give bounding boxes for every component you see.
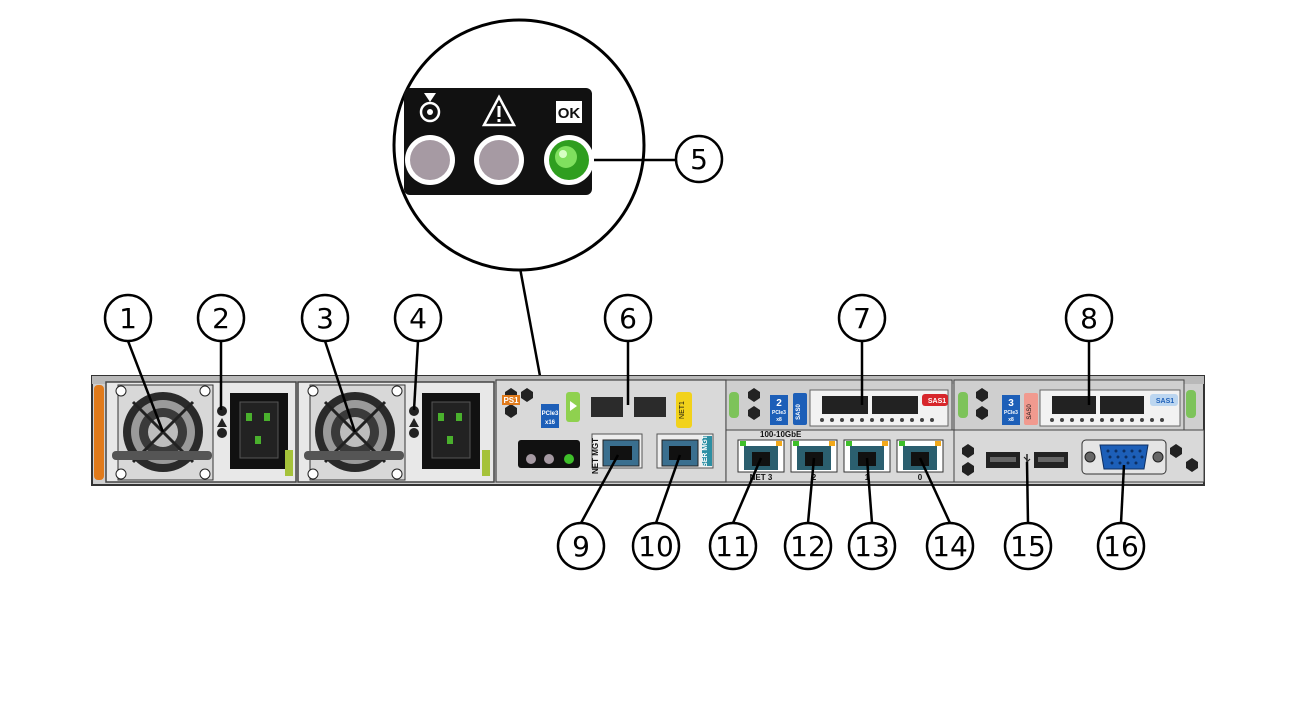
pcie-slot-2: 2 PCIe3 x8 SAS0 SAS1 — [725, 379, 953, 431]
pcie-slot1-badge — [541, 404, 559, 428]
power-supply-1 — [297, 381, 495, 483]
net3-label: NET 3 — [750, 473, 773, 482]
leader-lines — [126, 340, 1126, 524]
sas1-connector-slot3[interactable] — [1100, 396, 1144, 414]
pcie1-width: x16 — [545, 420, 556, 426]
callout-2-label: 2 — [212, 302, 230, 335]
zoom-callout: OK — [392, 18, 676, 404]
sas1-label-slot2: SAS1 — [928, 398, 946, 405]
callout-13-label: 13 — [854, 530, 890, 563]
callout-14: 14 — [925, 521, 975, 571]
ten-gbe-label: 100-10GbE — [760, 430, 802, 439]
callout-10: 10 — [631, 521, 681, 571]
net0-port[interactable] — [896, 439, 944, 473]
pcie1-label: PCIe3 — [542, 411, 559, 417]
callout-4: 4 — [393, 293, 443, 343]
psu1-handle[interactable] — [304, 451, 404, 460]
callout-7-label: 7 — [853, 302, 871, 335]
callout-2: 2 — [196, 293, 246, 343]
ser-mgt-label: SER MGT — [702, 434, 709, 467]
callout-16: 16 — [1096, 521, 1146, 571]
psu0-handle[interactable] — [112, 451, 212, 460]
sas0-label-slot3: SAS0 — [1027, 404, 1033, 420]
callout-6-label: 6 — [619, 302, 637, 335]
pcie3-width: x8 — [1008, 417, 1014, 423]
net-mgt-label: NET MGT — [591, 438, 600, 474]
pcie2-width: x8 — [776, 417, 782, 423]
callout-7: 7 — [837, 293, 887, 343]
callout-11-label: 11 — [715, 530, 751, 563]
ok-label: OK — [558, 105, 581, 122]
callout-9: 9 — [556, 521, 606, 571]
pcie2-label: PCIe3 — [772, 410, 786, 416]
usb-top-connector-a[interactable] — [591, 397, 623, 417]
callout-15: 15 — [1003, 521, 1053, 571]
usb-top-connector-b[interactable] — [634, 397, 666, 417]
callout-12: 12 — [783, 521, 833, 571]
network-ports: 100-10GbE NET 3 — [725, 429, 957, 483]
callout-12-label: 12 — [790, 530, 826, 563]
io-panel: PS1 PCIe3 x16 NET1 NET MGT SER MGT — [495, 379, 727, 483]
sas0-connector-slot3[interactable] — [1052, 396, 1096, 414]
callout-5-label: 5 — [690, 143, 708, 176]
net3-port[interactable] — [737, 439, 785, 473]
callout-9-label: 9 — [572, 530, 590, 563]
vga-port[interactable] — [1081, 439, 1167, 475]
sas1-connector-slot2[interactable] — [872, 396, 918, 414]
pcie-slot2-badge — [770, 395, 788, 425]
callout-8: 8 — [1064, 293, 1114, 343]
callout-15-label: 15 — [1010, 530, 1046, 563]
callout-3: 3 — [300, 293, 350, 343]
sas0-connector-slot2[interactable] — [822, 396, 868, 414]
callout-4-label: 4 — [409, 302, 427, 335]
callout-1: 1 — [103, 293, 153, 343]
callout-1-label: 1 — [119, 302, 137, 335]
sas1-label-slot3: SAS1 — [1156, 398, 1174, 405]
pcie2-number: 2 — [776, 398, 782, 409]
net1-label: NET1 — [679, 401, 686, 419]
callout-11: 11 — [708, 521, 758, 571]
pcie3-label: PCIe3 — [1004, 410, 1018, 416]
ser-mgt-port[interactable] — [661, 439, 699, 467]
callout-6: 6 — [603, 293, 653, 343]
pcie-slot-3: 3 PCIe3 x8 SAS0 SAS1 — [953, 379, 1196, 431]
ps1-label: PS1 — [503, 396, 519, 405]
callout-3-label: 3 — [316, 302, 334, 335]
sas0-label-slot2: SAS0 — [796, 404, 802, 420]
usb-vga-area — [953, 429, 1205, 483]
callout-16-label: 16 — [1103, 530, 1139, 563]
pcie3-number: 3 — [1008, 398, 1014, 409]
callout-8-label: 8 — [1080, 302, 1098, 335]
power-supply-0 — [105, 381, 297, 483]
callout-13: 13 — [847, 521, 897, 571]
locator-target-icon — [419, 93, 441, 123]
callout-5: 5 — [674, 134, 724, 184]
net0-label: 0 — [918, 473, 923, 482]
pcie-slot3-badge — [1002, 395, 1020, 425]
callout-14-label: 14 — [932, 530, 968, 563]
net2-label: 2 — [812, 473, 817, 482]
ps-release-handle[interactable] — [94, 385, 104, 480]
warning-triangle-icon — [481, 94, 517, 127]
callout-10-label: 10 — [638, 530, 674, 563]
